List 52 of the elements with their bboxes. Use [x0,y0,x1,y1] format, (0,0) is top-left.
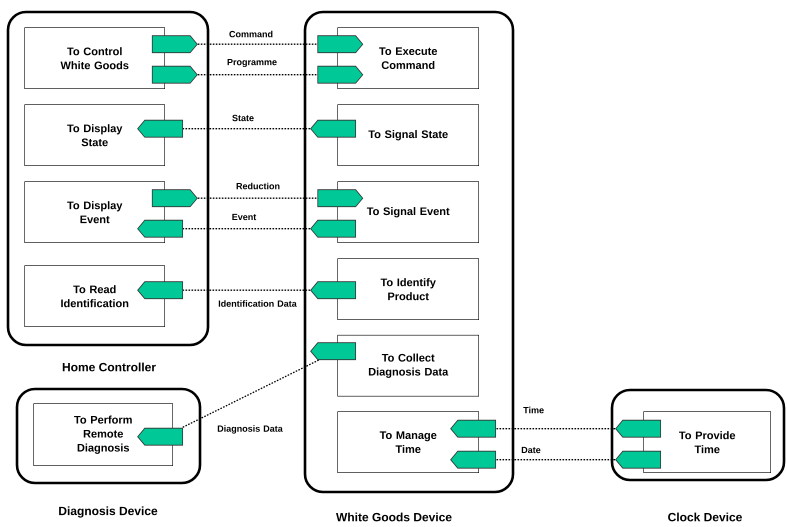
edge-label: Date [522,446,540,454]
edge-label: Event [232,214,256,220]
port-symbol [310,120,356,138]
edge-label: Reduction [236,182,280,190]
port-symbol [152,189,198,208]
device-title: Diagnosis Device [59,506,158,518]
port-symbol [137,428,184,446]
function-box: To Control White Goods [24,27,165,89]
dotted-connector [181,360,319,428]
edge-label: Command [229,30,272,38]
edge-label: Time [523,406,544,414]
port-symbol [310,220,356,238]
edge-label: Programme [228,58,277,68]
port-symbol [137,120,184,138]
function-box: To Display Event [24,181,165,243]
function-box: To Signal State [337,104,479,166]
port-symbol [310,281,356,300]
function-box: To Collect Diagnosis Data [337,334,479,396]
dotted-connector [183,228,310,230]
port-symbol [317,66,364,84]
dotted-connector [183,128,310,130]
function-box: To Manage Time [337,411,479,473]
port-symbol [317,35,364,54]
dotted-connector [496,459,616,460]
device-title: Clock Device [668,512,742,522]
port-symbol [317,189,364,208]
function-box: To Identify Product [337,258,479,320]
function-box: To Read Identification [24,265,165,327]
port-symbol [450,420,496,438]
edge-label: State [232,114,254,122]
port-symbol [450,450,496,469]
function-box: To Display State [24,104,165,166]
function-box: To Signal Event [337,181,479,243]
dotted-connector [198,198,318,199]
edge-label: Diagnosis Data [218,425,283,434]
dotted-connector [198,74,318,76]
edge-label: Identification Data [218,300,297,307]
port-symbol [137,281,184,300]
port-symbol [152,66,198,84]
device-title: Home Controller [62,362,156,372]
dotted-connector [198,44,318,45]
port-symbol [137,220,184,238]
port-symbol [152,35,198,54]
port-symbol [615,420,662,438]
device-title: White Goods Device [336,512,452,522]
port-symbol [615,450,662,469]
dotted-connector [496,428,616,430]
function-box: To Execute Command [337,27,479,89]
port-symbol [310,342,356,360]
dotted-connector [183,290,310,291]
function-box: To Perform Remote Diagnosis [33,403,174,466]
function-box: To Provide Time [643,411,771,473]
